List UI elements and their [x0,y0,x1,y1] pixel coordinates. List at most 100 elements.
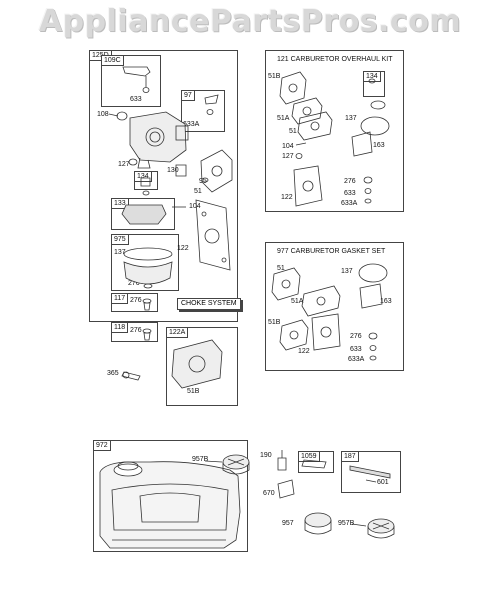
kit1-part-51[interactable]: 51 [289,128,297,135]
screw-117-icon [143,302,151,311]
part-label-633a[interactable]: 633A [183,121,200,128]
kit2-part-163[interactable]: 163 [380,298,392,305]
spacer-122a-icon [171,339,223,389]
bushing-670-icon [277,479,295,499]
kit2-part-137[interactable]: 137 [341,268,353,275]
group-box-133 [111,198,175,230]
gasket-51-icon [200,149,233,193]
seat-134-icon [140,177,151,187]
kit2-part-51[interactable]: 51 [277,265,285,272]
bowl-gasket-icon [123,247,173,261]
kit2-part-633[interactable]: 633 [350,346,362,353]
kit-gasket-122-icon [293,165,323,207]
group-box-187 [341,451,401,493]
group-box-109c [101,55,161,107]
part-label-190[interactable]: 190 [260,452,272,459]
group-tag-134[interactable]: 134 [134,171,152,182]
group-tag-187[interactable]: 187 [341,451,359,462]
set-gasket-51b-icon [279,319,309,351]
screw-118-icon [143,332,151,341]
kit-gasket-51a-icon [291,97,323,125]
throttle-screw-icon [206,109,214,115]
carburetor-body-icon [129,111,189,169]
set-oring-137-icon [358,263,388,283]
part-label-127[interactable]: 127 [118,161,130,168]
kit1-part-122[interactable]: 122 [281,194,293,201]
float-icon [121,204,167,225]
kit2-part-633a[interactable]: 633A [348,356,365,363]
gasket-122-icon [195,199,231,271]
group-tag-122a[interactable]: 122A [166,327,189,338]
choke-screw-icon [142,87,150,93]
part-label-51b[interactable]: 51B [187,388,200,395]
kit2-part-276[interactable]: 276 [350,333,362,340]
float-bowl-icon [123,261,173,285]
group-tag-97[interactable]: 97 [181,90,195,101]
kit1-part-51b[interactable]: 51B [268,73,281,80]
part-label-108[interactable]: 108 [97,111,109,118]
part-label-276[interactable]: 276 [130,297,142,304]
part-label-137[interactable]: 137 [114,249,126,256]
set-gasket-51-icon [271,267,301,301]
part-label-957b-top[interactable]: 957B [192,456,209,463]
group-tag-1059[interactable]: 1059 [298,451,320,462]
part-label-122[interactable]: 122 [177,245,189,252]
part-label-633[interactable]: 633 [130,96,142,103]
part-label-670[interactable]: 670 [263,490,275,497]
part-label-601[interactable]: 601 [377,479,389,486]
overhaul-kit-frame [265,50,404,212]
kit1-part-127[interactable]: 127 [282,153,294,160]
kit1-part-633[interactable]: 633 [344,190,356,197]
part-label-276[interactable]: 276 [128,280,140,287]
fuel-tank-icon [99,461,241,549]
kit-gasket-163-icon [351,131,373,157]
group-tag-118[interactable]: 118 [111,322,129,333]
part-label-51[interactable]: 51 [194,188,202,195]
gasket-set-title: 977 CARBURETOR GASKET SET [277,248,386,255]
fuel-cap-957b-bottom-icon [367,518,395,539]
part-label-130[interactable]: 130 [167,167,179,174]
choke-system-label: CHOKE SYSTEM [177,298,241,310]
part-label-957[interactable]: 957 [282,520,294,527]
kit2-part-51a[interactable]: 51A [291,298,304,305]
part-label-365[interactable]: 365 [107,370,119,377]
set-gasket-122-icon [311,313,341,351]
gasket-set-frame [265,242,404,371]
throttle-lever-icon [204,94,219,105]
kit1-part-104[interactable]: 104 [282,143,294,150]
fuel-tank-frame [93,440,248,552]
group-tag-972[interactable]: 972 [93,440,111,451]
group-box-122a [166,327,238,406]
kit2-part-122[interactable]: 122 [298,348,310,355]
group-tag-134-kit[interactable]: 134 [363,71,381,82]
kit-pin-104-icon [295,142,307,146]
gasket-127-icon [128,158,138,166]
set-gasket-163-icon [359,283,383,309]
kit1-part-51a[interactable]: 51A [277,115,290,122]
kit-spring-icon [370,100,386,110]
part-label-104[interactable]: 104 [189,203,201,210]
kit1-part-276[interactable]: 276 [344,178,356,185]
needle-130-icon [175,164,187,177]
carburetor-assembly-frame [89,50,238,322]
group-box-975 [111,234,179,291]
group-tag-133[interactable]: 133 [111,198,129,209]
choke-lever-icon [122,66,151,77]
clamp-1059-icon [301,459,327,469]
screw-365-icon [121,371,141,381]
group-tag-117[interactable]: 117 [111,293,129,304]
part-label-957b-bottom[interactable]: 957B [338,520,355,527]
kit1-part-163[interactable]: 163 [373,142,385,149]
kit1-part-137[interactable]: 137 [345,115,357,122]
group-tag-975[interactable]: 975 [111,234,129,245]
fuel-cap-957b-icon [222,454,250,475]
set-gasket-51a-icon [301,285,341,317]
kit2-part-51b[interactable]: 51B [268,319,281,326]
group-tag-109c[interactable]: 109C [101,55,124,66]
kit1-part-633a[interactable]: 633A [341,200,358,207]
fuel-cap-957-icon [304,512,332,535]
kit-gasket-51b-icon [279,71,307,105]
part-label-276[interactable]: 276 [130,327,142,334]
overhaul-kit-title: 121 CARBURETOR OVERHAUL KIT [277,56,393,63]
